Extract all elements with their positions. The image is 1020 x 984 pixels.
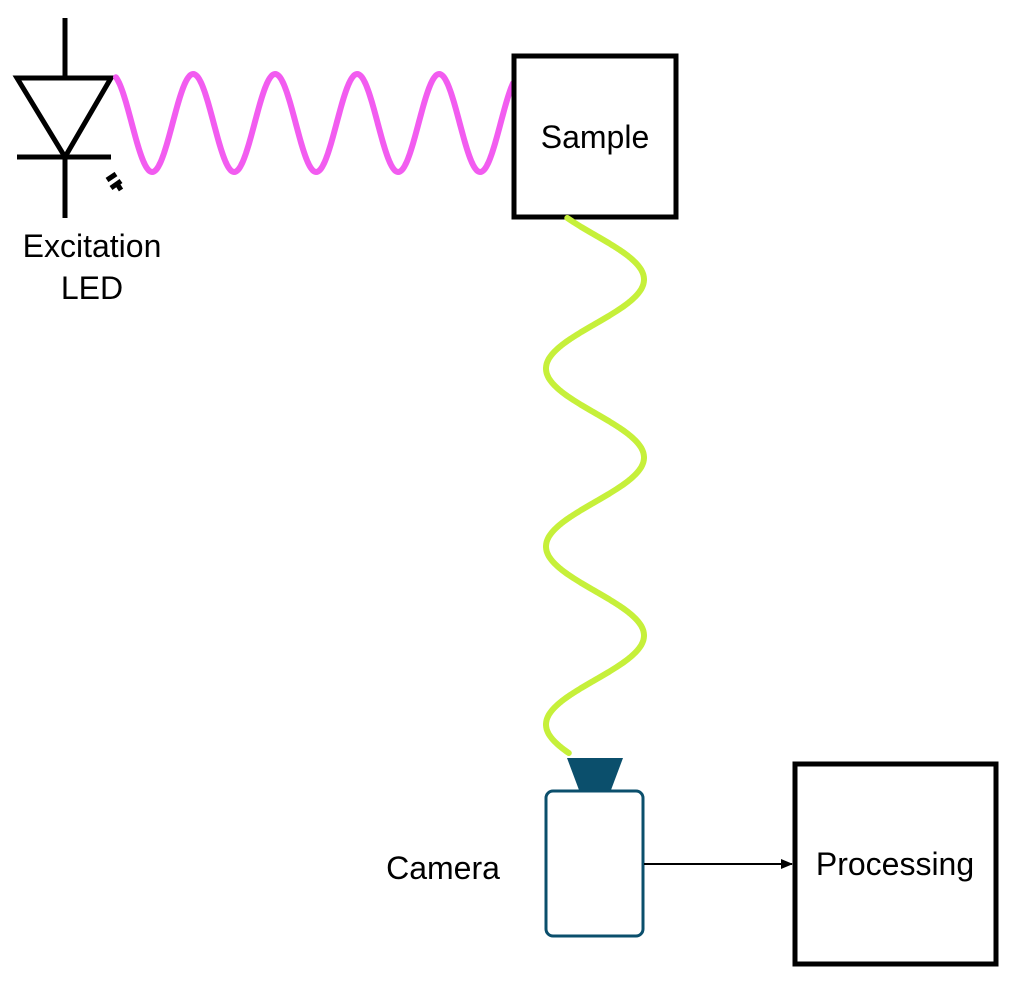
led-diode-icon <box>12 18 124 218</box>
led-label-line2: LED <box>61 270 123 306</box>
emission-wave <box>543 215 647 756</box>
sample-label: Sample <box>541 119 650 155</box>
sample-box <box>511 53 679 220</box>
processing-box <box>792 761 999 967</box>
processing-label: Processing <box>816 846 974 882</box>
camera-icon <box>544 758 645 938</box>
camera-lens <box>567 758 623 790</box>
camera-label: Camera <box>386 850 500 886</box>
excitation-wave <box>113 70 516 176</box>
led-label-line1: Excitation <box>23 228 162 264</box>
camera-body <box>544 789 645 938</box>
